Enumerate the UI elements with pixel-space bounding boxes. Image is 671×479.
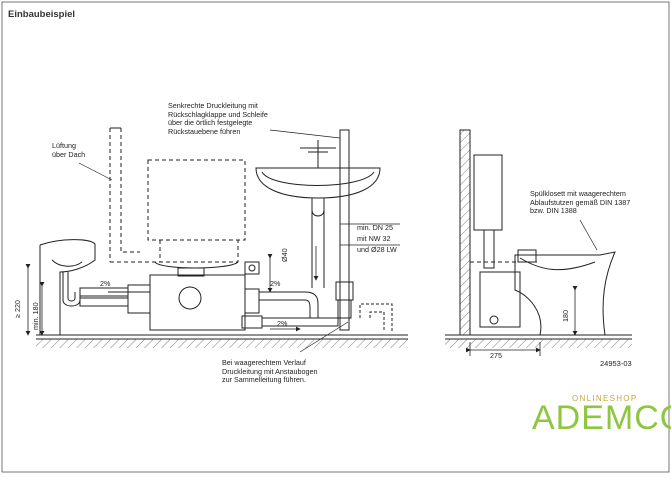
floor-right: [445, 334, 632, 348]
dim-h220: ≥ 220: [13, 300, 22, 318]
cistern-outline: [147, 159, 246, 241]
outlet-pipe: [241, 288, 339, 329]
wall-right: [459, 129, 471, 336]
dim-slope-1: 2%: [100, 279, 111, 288]
logo-onlineshop: ONLINESHOP: [572, 394, 638, 403]
dim-h180-right: 180: [561, 310, 570, 322]
dim-slope-3: 2%: [277, 319, 288, 328]
pump-unit: [149, 261, 246, 331]
drawing-code: 24953-03: [600, 359, 632, 368]
label-pipe-dia: und Ø28 LW: [357, 245, 397, 254]
wash-basin: [255, 140, 381, 288]
floor-left: [36, 334, 408, 348]
dim-h180-left: min. 180: [31, 302, 40, 330]
label-horizontal-route: Bei waagerechtem Verlauf Druckleitung mi…: [222, 358, 318, 385]
ventilation-pipe: [109, 127, 160, 263]
label-pipe-min-nw: mit NW 32: [357, 234, 391, 243]
label-pipe-min-dn: min. DN 25: [357, 223, 393, 232]
leader-lines: [78, 129, 598, 353]
dim-d40: Ø40: [280, 248, 289, 262]
label-wc-toilet: Spülklosett mit waagerechtem Ablaufstutz…: [530, 189, 631, 216]
dimension-lines: [25, 223, 400, 336]
dimension-lines-right: [466, 286, 578, 356]
label-vertical-pressure: Senkrechte Druckleitung mit Rückschlagkl…: [168, 101, 268, 136]
dim-w275: 275: [490, 351, 502, 360]
urinal-fixture: [39, 239, 129, 335]
inlet-pipe: [108, 284, 151, 314]
label-ventilation: Lüftung über Dach: [52, 141, 86, 159]
pump-right: [479, 271, 521, 328]
dim-slope-2: 2%: [270, 279, 281, 288]
toilet-bowl: [514, 249, 616, 336]
logo-ademco: ADEMCO: [532, 399, 671, 437]
socket: [244, 261, 260, 275]
page-title: Einbaubeispiel: [8, 9, 76, 20]
loop-pipe: [359, 303, 393, 332]
pressure-pipe: [335, 129, 354, 331]
